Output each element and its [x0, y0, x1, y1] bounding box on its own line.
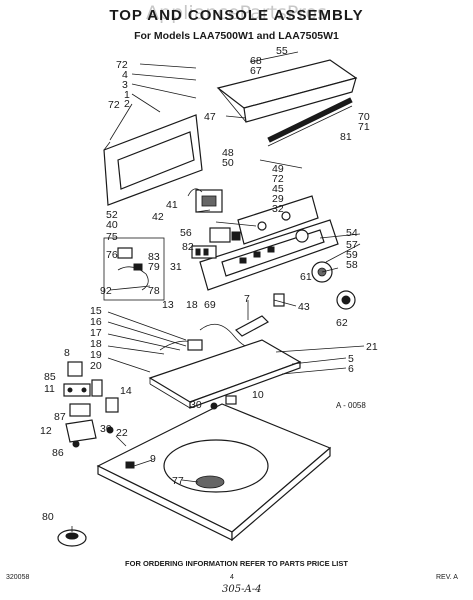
callout-92: 92 [100, 285, 112, 297]
callout-79: 79 [148, 261, 160, 273]
callout-49: 49 [272, 163, 284, 175]
callout-67: 67 [250, 65, 262, 77]
callout-62: 62 [336, 317, 348, 329]
callout-30: 30 [190, 399, 202, 411]
ordering-note: FOR ORDERING INFORMATION REFER TO PARTS … [125, 559, 348, 568]
callout-81: 81 [340, 131, 352, 143]
callout-58: 58 [346, 259, 358, 271]
callout-6: 6 [348, 363, 354, 375]
callout-3: 3 [122, 79, 128, 91]
callout-18: 18 [186, 299, 198, 311]
callout-14: 14 [120, 385, 132, 397]
callout-70: 70 [358, 111, 370, 123]
callout-72: 72 [108, 99, 120, 111]
callout-30: 30 [100, 423, 112, 435]
callout-19: 19 [90, 349, 102, 361]
callout-12: 12 [40, 425, 52, 437]
callout-76: 76 [106, 249, 118, 261]
callout-61: 61 [300, 271, 312, 283]
timer-block [187, 188, 223, 213]
callout-86: 86 [52, 447, 64, 459]
callout-32: 32 [272, 203, 284, 215]
callout-15: 15 [90, 305, 102, 317]
control-panel [199, 219, 339, 291]
callout-68: 68 [250, 55, 262, 67]
callout-52: 52 [106, 209, 118, 221]
washer-lid [148, 339, 302, 409]
callout-69: 69 [204, 299, 216, 311]
callout-11: 11 [44, 383, 55, 395]
callout-78: 78 [148, 285, 160, 297]
callout-47: 47 [204, 111, 216, 123]
callout-50: 50 [222, 157, 234, 169]
model-numbers: For Models LAA7500W1 and LAA7505W1 [134, 30, 339, 42]
callout-40: 40 [106, 219, 118, 231]
mounting-screws [106, 395, 237, 434]
console-trim-strip [267, 97, 353, 147]
callout-2: 2 [124, 98, 130, 110]
callout-83: 83 [148, 251, 160, 263]
callout-31: 31 [170, 261, 182, 273]
callout-9: 9 [150, 453, 156, 465]
cabinet-top [96, 403, 332, 542]
callout-leaders [71, 51, 365, 532]
callout-7: 7 [244, 293, 250, 305]
callout-17: 17 [90, 327, 102, 339]
callout-56: 56 [180, 227, 192, 239]
callout-5: 5 [348, 353, 354, 365]
console-mounting-plate [237, 195, 319, 245]
callout-42: 42 [152, 211, 164, 223]
revision-label: REV. A [436, 574, 458, 581]
callout-1: 1 [124, 89, 130, 101]
callout-10: 10 [252, 389, 264, 401]
console-rear-panel [103, 114, 203, 206]
callout-20: 20 [90, 360, 102, 372]
callout-59: 59 [346, 249, 358, 261]
callout-82: 82 [182, 241, 194, 253]
callout-29: 29 [272, 193, 284, 205]
callout-57: 57 [346, 239, 358, 251]
lid-hinge-parts [63, 361, 103, 448]
callout-72: 72 [272, 173, 284, 185]
callout-8: 8 [64, 347, 70, 359]
water-level-switch-detail [103, 237, 165, 301]
callout-22: 22 [116, 427, 128, 439]
callout-85: 85 [44, 371, 56, 383]
handwritten-note: 305-A-4 [222, 584, 262, 595]
callout-72: 72 [116, 59, 128, 71]
callout-43: 43 [298, 301, 310, 313]
callout-54: 54 [346, 227, 358, 239]
page-number: 4 [230, 574, 234, 581]
callout-77: 77 [172, 475, 184, 487]
callout-13: 13 [162, 299, 174, 311]
control-knob [273, 261, 356, 310]
diagram-title: TOP AND CONSOLE ASSEMBLY [109, 7, 364, 24]
callout-71: 71 [358, 121, 370, 133]
control-wiring-block [191, 245, 217, 259]
lid-bumper [105, 397, 119, 413]
callout-55: 55 [276, 45, 288, 57]
callout-21: 21 [366, 341, 378, 353]
callout-48: 48 [222, 147, 234, 159]
callout-75: 75 [106, 231, 118, 243]
callout-45: 45 [272, 183, 284, 195]
switch-assembly [209, 227, 241, 243]
leveling-foot [57, 529, 87, 547]
callout-18: 18 [90, 338, 102, 350]
callout-80: 80 [42, 511, 54, 523]
figure-reference-code: A - 0058 [336, 401, 366, 410]
callout-41: 41 [166, 199, 178, 211]
document-code: 320058 [6, 574, 30, 581]
callout-4: 4 [122, 69, 128, 81]
console-hood [216, 59, 358, 123]
callout-16: 16 [90, 316, 102, 328]
callout-87: 87 [54, 411, 66, 423]
